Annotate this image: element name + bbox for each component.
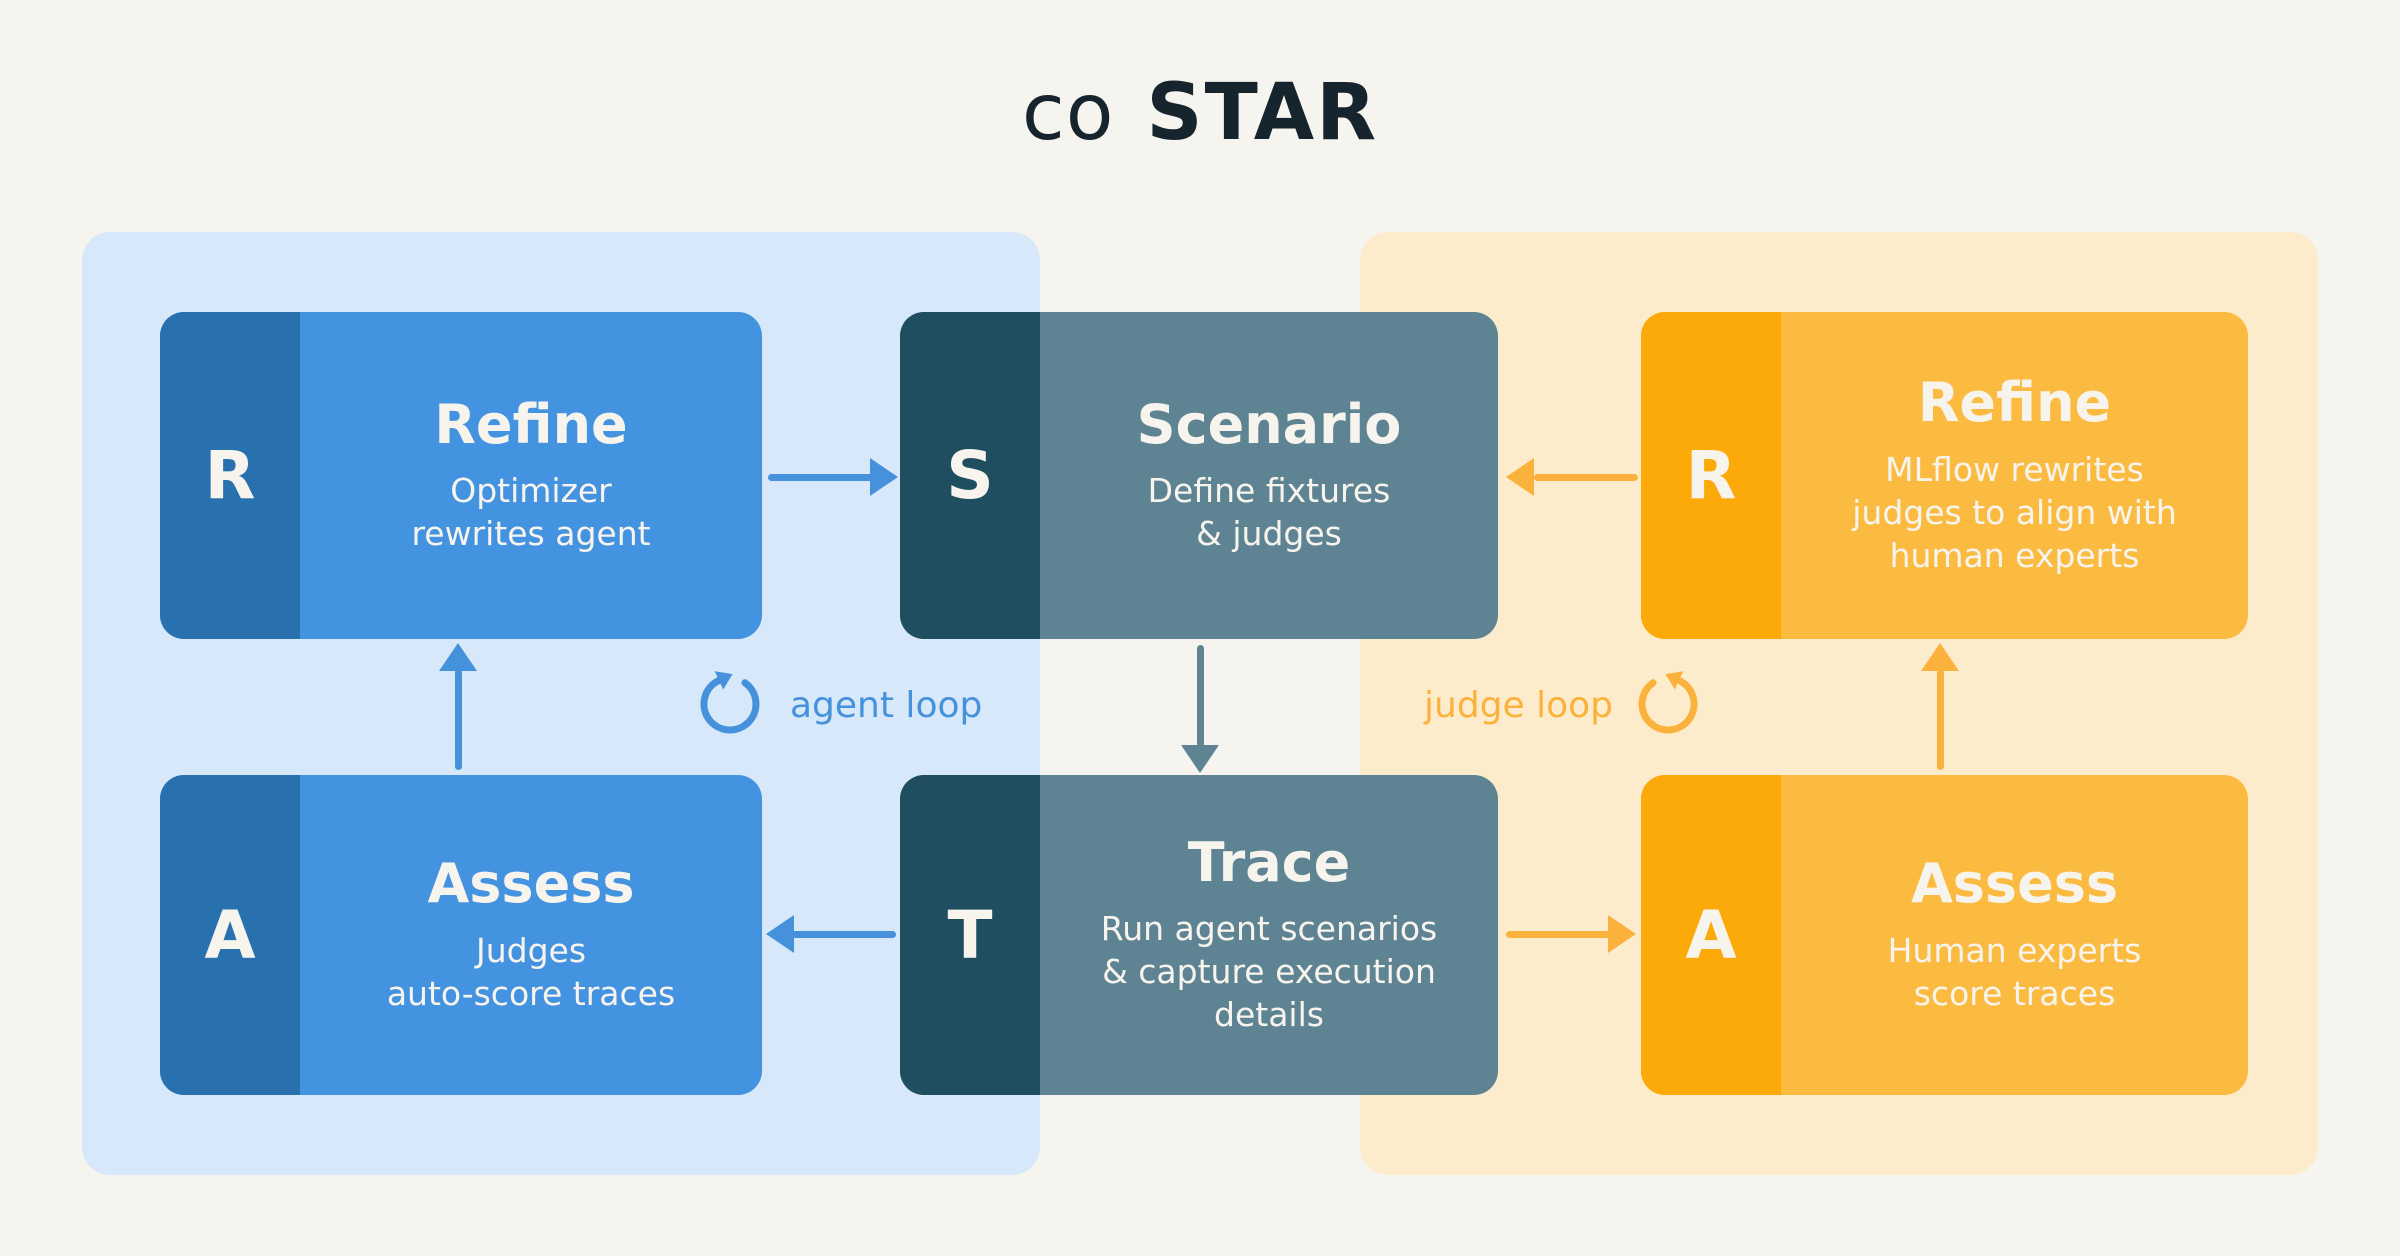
assess-agent-letter: A [160, 775, 300, 1095]
trace-box: T Trace Run agent scenarios & capture ex… [900, 775, 1498, 1095]
assess-judge-box: A Assess Human experts score traces [1641, 775, 2248, 1095]
agent-loop-refresh-icon [700, 671, 760, 734]
judge-loop-label: judge loop [1424, 685, 1614, 726]
agent-loop-label: agent loop [790, 685, 983, 726]
refine-agent-title: Refine [434, 392, 628, 456]
refine-judge-description: MLflow rewrites judges to align with hum… [1852, 449, 2177, 575]
trace-title: Trace [1187, 830, 1351, 894]
assess-judge-title: Assess [1911, 852, 2118, 916]
page-title: co STAR [0, 74, 2400, 152]
title-main: STAR [1146, 68, 1379, 158]
refine-judge-letter: R [1641, 312, 1781, 639]
assess-agent-description: Judges auto-score traces [386, 930, 676, 1013]
refine-agent-letter: R [160, 312, 300, 639]
scenario-description: Define fixtures & judges [1147, 471, 1391, 554]
assess-judge-letter: A [1641, 775, 1781, 1095]
scenario-title: Scenario [1136, 392, 1402, 456]
judge-loop-refresh-icon [1638, 671, 1698, 734]
assess-judge-description: Human experts score traces [1887, 930, 2142, 1013]
scenario-letter: S [900, 312, 1040, 639]
refine-judge-box: R Refine MLflow rewrites judges to align… [1641, 312, 2248, 639]
refine-agent-box: R Refine Optimizer rewrites agent [160, 312, 762, 639]
assess-agent-box: A Assess Judges auto-score traces [160, 775, 762, 1095]
refine-judge-title: Refine [1917, 371, 2112, 435]
assess-agent-title: Assess [427, 852, 635, 916]
trace-description: Run agent scenarios & capture execution … [1100, 909, 1438, 1035]
refine-agent-description: Optimizer rewrites agent [411, 471, 651, 554]
trace-letter: T [900, 775, 1040, 1095]
title-prefix: co [1021, 68, 1115, 158]
scenario-box: S Scenario Define fixtures & judges [900, 312, 1498, 639]
